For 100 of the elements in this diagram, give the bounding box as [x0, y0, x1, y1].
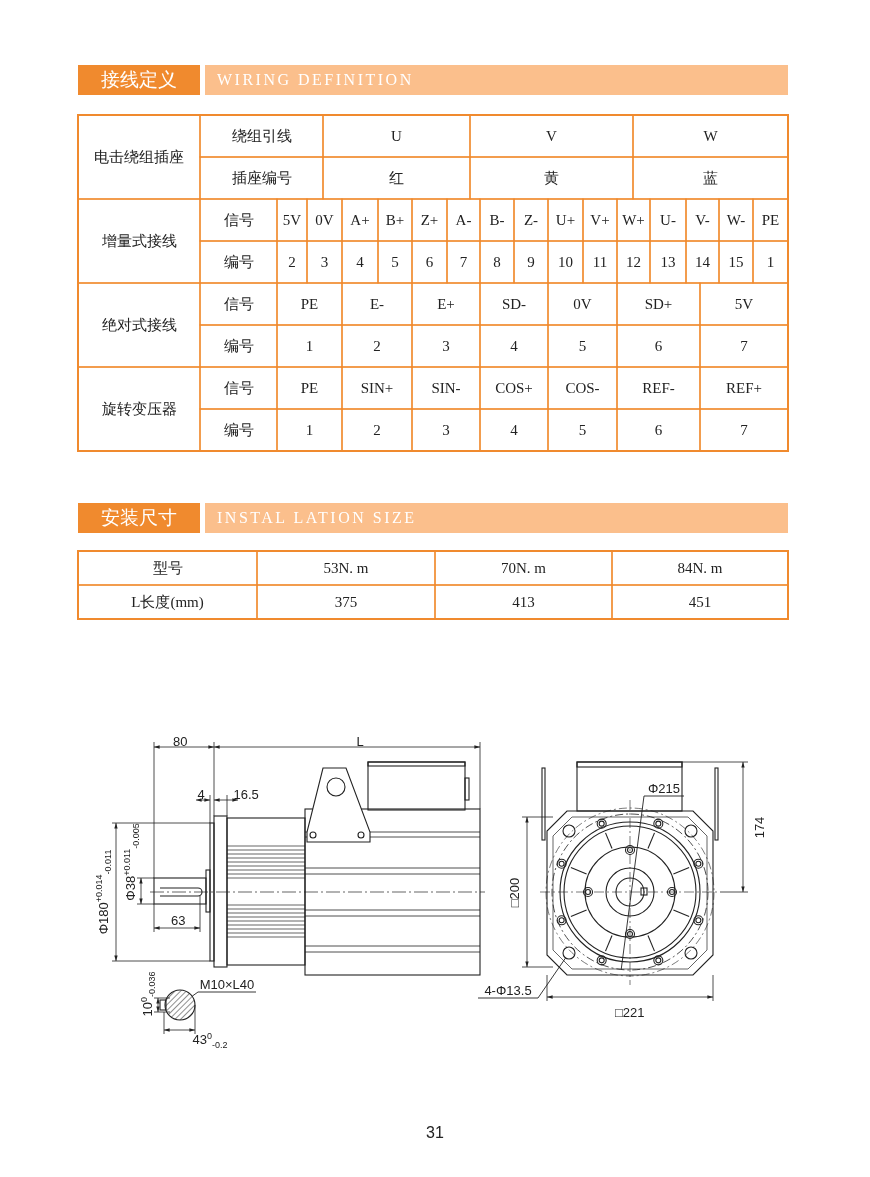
cell-text: PE — [761, 211, 780, 229]
cell-text: A+ — [350, 211, 370, 229]
cell-text: B- — [489, 211, 505, 229]
page-number: 31 — [426, 1125, 444, 1141]
cell-text: 13 — [660, 253, 676, 271]
cell-text: 增量式接线 — [101, 232, 177, 250]
dimension-text: L — [356, 734, 364, 748]
cell-text: 0V — [573, 295, 592, 313]
shaft-section — [164, 989, 196, 1021]
cell-text: 6 — [425, 253, 434, 271]
cell-text: COS+ — [495, 379, 533, 397]
cell-text: 53N. m — [323, 559, 369, 577]
cell-text: 5 — [578, 421, 587, 439]
cell-text: 3 — [442, 421, 450, 439]
cell-text: E+ — [437, 295, 455, 313]
cell-text: 5 — [578, 337, 587, 355]
cell-text: 0V — [315, 211, 334, 229]
cell-text: Z- — [523, 211, 539, 229]
cell-text: REF- — [642, 379, 675, 397]
cell-text: 编号 — [223, 253, 254, 271]
dimension-text: 80 — [173, 734, 188, 748]
cell-text: REF+ — [726, 379, 762, 397]
dimension-text: □221 — [615, 1005, 645, 1019]
cell-text: 1 — [305, 421, 314, 439]
leader-line — [620, 795, 685, 970]
cell-text: 5 — [391, 253, 399, 271]
section-title-bar: INSTAL LATION SIZE — [205, 503, 788, 533]
dimension-text: □200 — [508, 877, 522, 907]
cell-text: 2 — [373, 337, 381, 355]
cell-text: 信号 — [223, 379, 254, 397]
cell-text: 红 — [389, 169, 404, 187]
cell-text: 插座编号 — [231, 169, 292, 187]
mounting-hole — [562, 946, 576, 960]
cell-text: 4 — [510, 337, 518, 355]
cell-text: 型号 — [152, 559, 183, 577]
cell-text: 6 — [654, 421, 663, 439]
cell-text: 9 — [527, 253, 535, 271]
cell-text: 375 — [334, 593, 358, 611]
cell-text: 绝对式接线 — [101, 316, 177, 334]
cell-text: 5V — [734, 295, 754, 313]
cell-text: V — [546, 127, 557, 145]
cell-text: 电击绕组插座 — [94, 148, 184, 166]
cell-text: 8 — [493, 253, 501, 271]
cell-text: 14 — [695, 253, 710, 271]
leader-line — [191, 991, 257, 997]
cell-text: SIN+ — [360, 379, 394, 397]
cell-text: U — [391, 127, 402, 145]
cell-text: Z+ — [420, 211, 439, 229]
cell-text: E- — [369, 295, 385, 313]
cell-text: 编号 — [223, 337, 254, 355]
section-title-bar: 接线定义 — [78, 65, 200, 95]
dimension-text: 4 — [197, 787, 205, 801]
cell-text: 1 — [305, 337, 314, 355]
cell-text: 7 — [740, 421, 748, 439]
cell-text: 信号 — [223, 295, 254, 313]
cell-text: 2 — [288, 253, 296, 271]
cell-text: 4 — [356, 253, 364, 271]
cell-text: W — [703, 127, 718, 145]
cell-text: 信号 — [223, 211, 254, 229]
leader-line — [477, 957, 567, 999]
cell-text: 6 — [654, 337, 663, 355]
cell-text: 5V — [282, 211, 302, 229]
cell-text: 旋转变压器 — [101, 400, 177, 418]
cell-text: 12 — [626, 253, 641, 271]
cell-text: B+ — [385, 211, 405, 229]
cell-text: 10 — [558, 253, 573, 271]
cell-text: SIN- — [431, 379, 461, 397]
cell-text: 2 — [373, 421, 381, 439]
callout-text: 4-Φ13.5 — [478, 982, 538, 998]
cell-text: SD- — [501, 295, 527, 313]
cell-text: 11 — [592, 253, 608, 271]
cell-text: U- — [660, 211, 676, 229]
cell-text: 84N. m — [677, 559, 723, 577]
cell-text: COS- — [565, 379, 600, 397]
cell-text: 70N. m — [501, 559, 546, 577]
cell-text: 7 — [740, 337, 748, 355]
cell-text: PE — [300, 379, 319, 397]
dimension-text: 16.5 — [233, 787, 259, 801]
bolt-circle — [551, 813, 709, 971]
cell-text: SD+ — [644, 295, 673, 313]
cell-text: 451 — [688, 593, 712, 611]
cell-text: 3 — [320, 253, 329, 271]
cell-text: V+ — [590, 211, 610, 229]
cell-text: 7 — [459, 253, 468, 271]
cell-text: 15 — [728, 253, 744, 271]
cell-text: PE — [300, 295, 319, 313]
dimension-text: 174 — [753, 816, 767, 838]
cell-text: V- — [695, 211, 710, 229]
cell-text: U+ — [555, 211, 576, 229]
section-title-bar: 安装尺寸 — [78, 503, 200, 533]
cell-text: 编号 — [223, 421, 254, 439]
cell-text: L长度(mm) — [131, 593, 204, 611]
cell-text: A- — [455, 211, 472, 229]
callout-text: Φ215 — [644, 780, 684, 796]
cell-text: 4 — [510, 421, 518, 439]
cell-text: W- — [726, 211, 746, 229]
cell-text: W+ — [622, 211, 645, 229]
cell-text: 413 — [512, 593, 535, 611]
cell-text: 1 — [766, 253, 775, 271]
callout-text: M10×L40 — [198, 976, 256, 992]
